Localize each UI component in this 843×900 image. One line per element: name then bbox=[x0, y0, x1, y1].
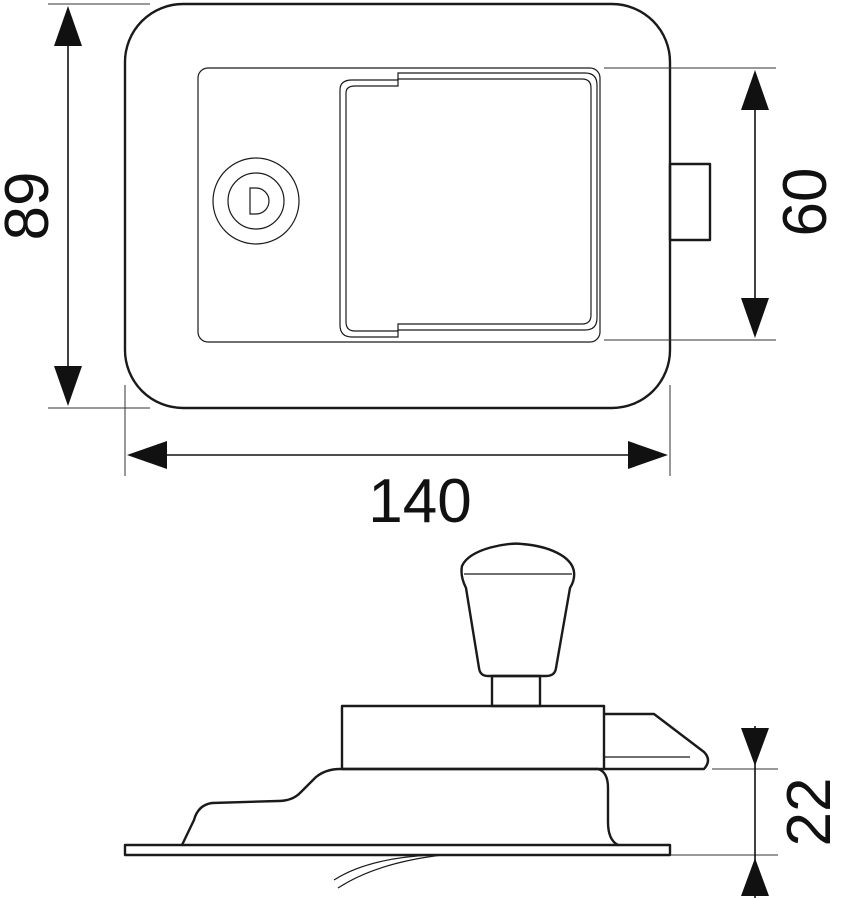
knob-stem bbox=[490, 674, 542, 708]
cable bbox=[333, 854, 433, 881]
housing bbox=[340, 704, 606, 771]
dimension-width: 140 bbox=[124, 385, 671, 536]
outer-plate bbox=[123, 2, 672, 410]
dimension-label: 22 bbox=[775, 778, 843, 847]
base-flange bbox=[123, 843, 672, 857]
dimension-label: 140 bbox=[368, 467, 471, 536]
handle-paddle-inner bbox=[345, 78, 592, 332]
handle-paddle bbox=[339, 72, 598, 338]
front-view bbox=[123, 2, 712, 410]
dimension-handle-height: 60 bbox=[604, 67, 840, 341]
dimension-depth: 22 bbox=[670, 726, 843, 898]
latch-tab bbox=[668, 162, 712, 242]
dimension-label: 60 bbox=[771, 168, 840, 237]
dimension-label: 89 bbox=[0, 172, 62, 241]
inner-panel bbox=[197, 67, 601, 343]
body-bracket bbox=[180, 767, 620, 847]
dimension-height: 89 bbox=[0, 3, 150, 409]
lock-cylinder-icon bbox=[212, 157, 300, 245]
side-view bbox=[123, 542, 710, 889]
latch-bolt bbox=[602, 712, 710, 771]
knob bbox=[460, 542, 576, 678]
